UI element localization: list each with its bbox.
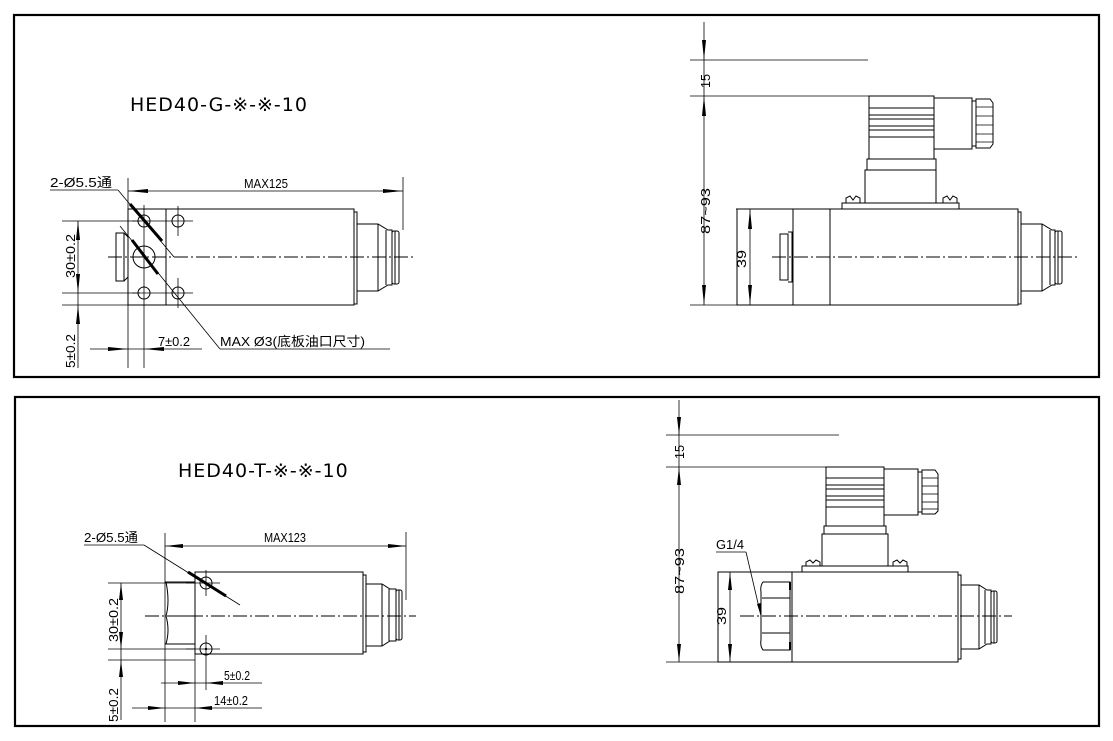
dim-edge-offset-v: 5±0.2: [106, 688, 121, 722]
nose-fitting: [960, 584, 992, 650]
dim-overall-height: 87~93: [672, 548, 687, 594]
dim-connector-clearance: 15: [672, 445, 687, 459]
dim-connector-clearance: 15: [698, 74, 713, 88]
nose-fitting: [1020, 223, 1056, 292]
dim-port-callout: MAX Ø3(底板油口尺寸): [220, 334, 365, 349]
connector-plug: [868, 95, 935, 160]
dim-hole-callout: 2-Ø5.5通: [84, 530, 138, 545]
front-view-t: MAX123 2-Ø5.5通 30±0.2 5±0.2 5±0.2 14±0.2: [84, 530, 416, 722]
valve-body: [194, 571, 364, 655]
cable-gland: [921, 469, 939, 515]
dim-overall-length: MAX123: [264, 530, 306, 545]
dim-overall-height: 87~93: [698, 188, 713, 234]
dim-edge-offset-h: 7±0.2: [158, 334, 190, 349]
side-view-g: 15 87~93 39: [690, 22, 1077, 306]
g14-port-hex: [760, 581, 791, 651]
side-view-t: 15 87~93 39 G1/4: [666, 400, 1012, 663]
dim-overall-length: MAX125: [244, 176, 288, 191]
connector-base: [801, 565, 909, 573]
dim-hole-offset-1: 5±0.2: [224, 668, 250, 683]
nose-fitting: [356, 223, 393, 292]
panel-frame: [12, 13, 1101, 379]
dim-body-height: 39: [714, 607, 729, 625]
connector-base: [841, 202, 960, 210]
model-title: HED40-G-※-※-10: [130, 94, 308, 116]
model-title: HED40-T-※-※-10: [178, 460, 349, 482]
dim-hole-offset-2: 14±0.2: [214, 693, 248, 708]
dim-body-height: 39: [734, 250, 749, 268]
nose-fitting: [365, 583, 397, 647]
dim-hole-spacing: 30±0.2: [106, 598, 121, 642]
hex-nut: [165, 581, 169, 645]
front-view-g: MAX125 2-Ø5.5通 MAX Ø3(底板油口尺寸) 30±0.2 5±0…: [50, 175, 414, 368]
dim-edge-offset-v: 5±0.2: [63, 334, 78, 368]
panel-frame: [13, 395, 1101, 728]
dim-hole-callout: 2-Ø5.5通: [50, 175, 112, 190]
panel-g-type: HED40-G-※-※-10: [12, 13, 1101, 379]
cable-gland: [975, 98, 994, 149]
panel-t-type: HED40-T-※-※-10: [13, 395, 1101, 728]
dim-thread-callout: G1/4: [716, 537, 744, 552]
dim-hole-spacing: 30±0.2: [63, 234, 78, 278]
